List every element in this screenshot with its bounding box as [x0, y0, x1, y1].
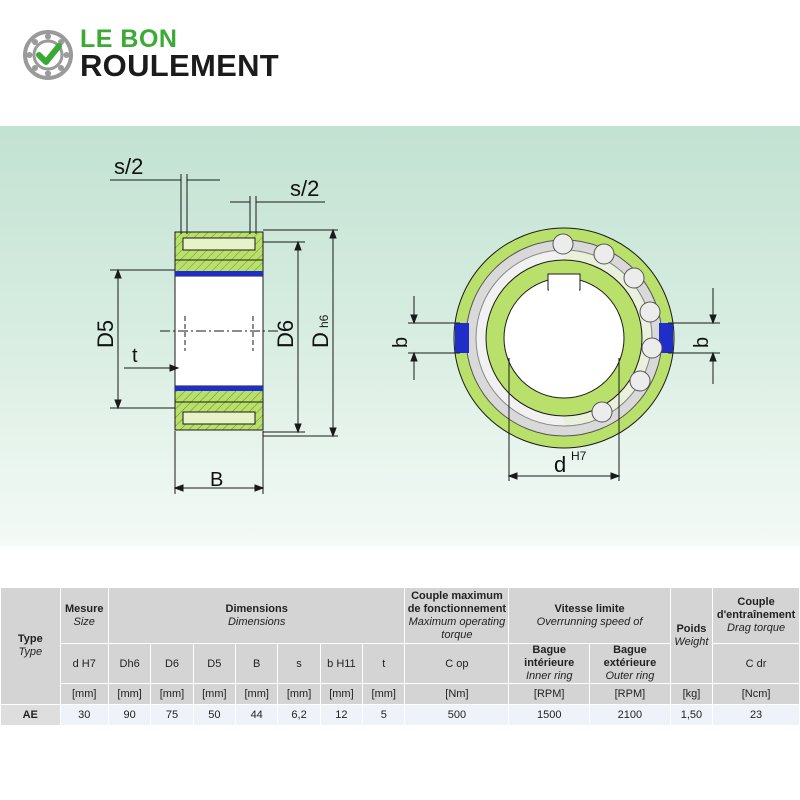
header-max-torque: Couple maximum de fonctionnement Maximum…: [404, 587, 510, 644]
side-dimensions: [110, 174, 338, 494]
header: LE BON ROULEMENT: [0, 0, 800, 126]
unit-cell: [mm]: [150, 683, 194, 705]
value-cell: 1,50: [669, 704, 714, 726]
unit-cell: [mm]: [235, 683, 279, 705]
symbol-cell: b H11: [319, 643, 364, 684]
header-type: Type Type: [0, 587, 61, 705]
label-d-outer-sub: h6: [317, 314, 331, 328]
label-s2-top: s/2: [114, 154, 143, 179]
value-cell: 5: [362, 704, 406, 726]
label-d-bore: d: [554, 452, 566, 477]
value-cell: 6,2: [277, 704, 321, 726]
table-symbol-row: d H7 Dh6 D6 D5 B s b H11 t C op Bague in…: [1, 643, 800, 684]
header-speed: Vitesse limite Overrunning speed of: [508, 587, 671, 644]
value-cell: 75: [150, 704, 194, 726]
unit-cell: [RPM]: [508, 683, 591, 705]
symbol-cell: s: [277, 643, 321, 684]
header-weight: Poids Weight: [669, 587, 714, 684]
side-section-view: [160, 231, 280, 431]
symbol-cell: d H7: [59, 643, 109, 684]
header-drag-torque: Couple d'entraînement Drag torque: [712, 587, 800, 644]
unit-cell: [Ncm]: [712, 683, 800, 705]
brand-line-2: ROULEMENT: [80, 48, 280, 83]
speed-outer-header: Bague extérieure Outer ring: [589, 643, 671, 684]
header-size: Mesure Size: [59, 587, 109, 644]
technical-drawing: s/2 s/2 D5 t D6 D h6 B: [0, 126, 800, 546]
value-cell: 23: [712, 704, 800, 726]
unit-cell: [mm]: [59, 683, 109, 705]
value-cell: 30: [59, 704, 109, 726]
value-cell: 2100: [589, 704, 671, 726]
front-view: [453, 227, 675, 449]
label-t: t: [132, 345, 138, 367]
label-b-left: b: [390, 337, 412, 348]
label-s2-right: s/2: [290, 176, 319, 201]
unit-cell: [mm]: [107, 683, 152, 705]
symbol-cell: B: [235, 643, 279, 684]
symbol-cell: Dh6: [107, 643, 152, 684]
speed-inner-header: Bague intérieure Inner ring: [508, 643, 591, 684]
table-unit-row: [mm] [mm] [mm] [mm] [mm] [mm] [mm] [mm] …: [1, 683, 800, 705]
front-dimensions: [408, 288, 720, 481]
value-cell: 90: [107, 704, 152, 726]
symbol-cell: C dr: [712, 643, 800, 684]
unit-cell: [kg]: [669, 683, 714, 705]
symbol-cell: t: [362, 643, 406, 684]
spec-table: Type Type Mesure Size Dimensions Dimensi…: [0, 587, 800, 726]
table-row: AE 30 90 75 50 44 6,2 12 5 500 1500 2100…: [0, 704, 800, 726]
header-dimensions: Dimensions Dimensions: [107, 587, 406, 644]
label-d5: D5: [93, 320, 118, 348]
drawing-svg: s/2 s/2 D5 t D6 D h6 B: [93, 154, 720, 494]
bearing-check-icon: [23, 30, 73, 80]
label-b-right: b: [691, 337, 713, 348]
value-cell: 1500: [508, 704, 591, 726]
row-type: AE: [0, 704, 61, 726]
label-d6: D6: [273, 320, 298, 348]
table-header-row: Type Type Mesure Size Dimensions Dimensi…: [0, 587, 800, 705]
unit-cell: [mm]: [362, 683, 406, 705]
symbol-cell: D5: [192, 643, 237, 684]
brand-line-1: LE BON: [80, 25, 178, 53]
symbol-cell: C op: [404, 643, 510, 684]
value-cell: 44: [235, 704, 279, 726]
label-b-width: B: [210, 469, 223, 491]
unit-cell: [Nm]: [404, 683, 510, 705]
value-cell: 50: [192, 704, 237, 726]
value-cell: 12: [319, 704, 364, 726]
unit-cell: [mm]: [277, 683, 321, 705]
unit-cell: [mm]: [319, 683, 364, 705]
value-cell: 500: [404, 704, 510, 726]
unit-cell: [mm]: [192, 683, 237, 705]
label-d-outer: D: [308, 332, 333, 348]
unit-cell: [RPM]: [589, 683, 671, 705]
symbol-cell: D6: [150, 643, 194, 684]
label-d-bore-sup: H7: [571, 449, 587, 463]
